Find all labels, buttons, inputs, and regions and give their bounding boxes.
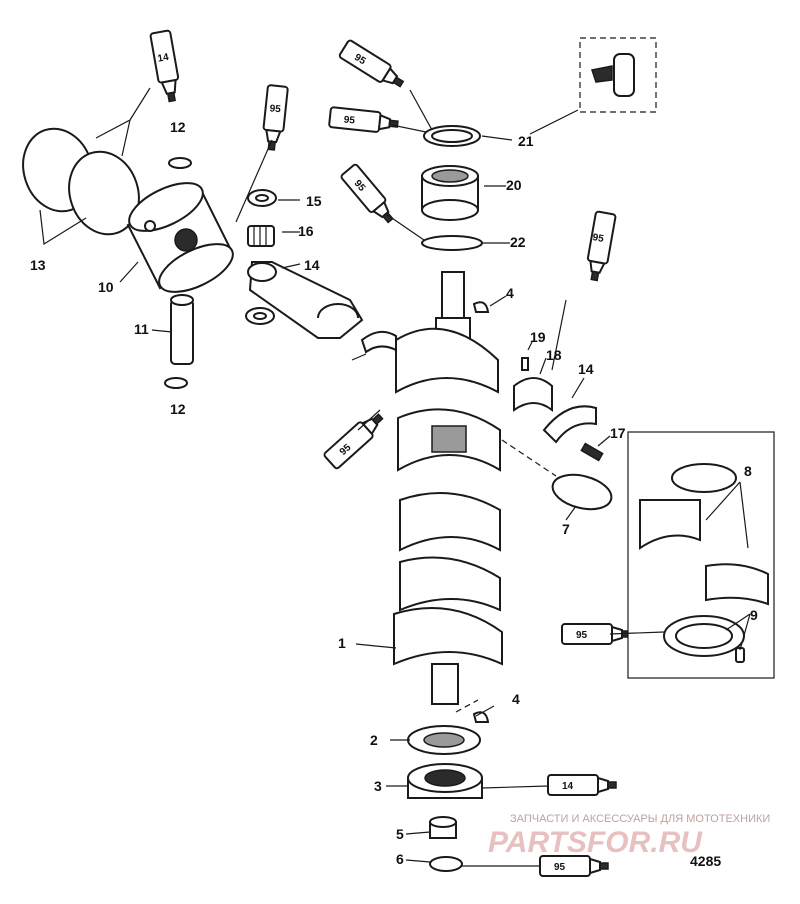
inset-race-lower bbox=[705, 563, 769, 606]
callout-12-top: 12 bbox=[170, 119, 186, 135]
watermark-tagline: ЗАПЧАСТИ И АКСЕССУАРЫ ДЛЯ МОТОТЕХНИКИ bbox=[510, 813, 770, 825]
callout-14-rod: 14 bbox=[304, 257, 320, 273]
bearing-race-half bbox=[542, 405, 597, 444]
inset-needle bbox=[735, 647, 745, 663]
wrist-pin bbox=[170, 294, 194, 365]
wrist-pin-retainer-top bbox=[168, 157, 192, 169]
rod-cage-bearing bbox=[360, 330, 397, 354]
callout-9: 9 bbox=[750, 607, 758, 623]
retaining-ring bbox=[551, 473, 613, 511]
callout-14-race: 14 bbox=[578, 361, 594, 377]
upper-roller-bearing bbox=[421, 165, 479, 221]
upper-oring bbox=[421, 235, 483, 251]
callout-12-bottom: 12 bbox=[170, 401, 186, 417]
upper-seal bbox=[423, 125, 481, 147]
callout-4-top: 4 bbox=[506, 285, 514, 301]
callout-17: 17 bbox=[610, 425, 626, 441]
callout-1: 1 bbox=[338, 635, 346, 651]
callout-6: 6 bbox=[396, 851, 404, 867]
connecting-rod bbox=[247, 261, 364, 339]
piston-rings bbox=[22, 127, 140, 236]
callout-7: 7 bbox=[562, 521, 570, 537]
lower-oring bbox=[429, 856, 463, 872]
lower-seal-carrier bbox=[407, 725, 481, 755]
callout-18: 18 bbox=[546, 347, 562, 363]
lower-ball-bearing bbox=[407, 763, 483, 799]
rod-washer-top bbox=[247, 189, 277, 207]
callout-10: 10 bbox=[98, 279, 114, 295]
tube-label: 95 bbox=[576, 630, 588, 641]
tube-rod: 95 bbox=[262, 84, 289, 151]
callout-20: 20 bbox=[506, 177, 522, 193]
callout-8: 8 bbox=[744, 463, 752, 479]
tube-label: 95 bbox=[554, 862, 566, 873]
callout-13: 13 bbox=[30, 257, 46, 273]
tube-label: 95 bbox=[269, 103, 282, 115]
inset-needle-cage bbox=[663, 615, 745, 657]
tube-top-center-a: 95 bbox=[338, 39, 405, 88]
watermark-logo: PARTSFOR.RU bbox=[488, 826, 703, 859]
tube-crank-left: 95 bbox=[323, 413, 384, 470]
tube-top-left: 14 bbox=[149, 29, 180, 103]
figure-number: 4285 bbox=[690, 853, 721, 869]
tube-top-center-b: 95 bbox=[328, 106, 399, 133]
callout-5: 5 bbox=[396, 826, 404, 842]
tube-label: 95 bbox=[592, 232, 605, 245]
callout-15: 15 bbox=[306, 193, 322, 209]
rod-needle-bearing bbox=[247, 225, 275, 247]
tube-bottom: 95 bbox=[539, 855, 609, 877]
lower-bushing bbox=[429, 816, 457, 839]
tube-label: 14 bbox=[562, 781, 574, 792]
inset-retaining-ring bbox=[671, 463, 737, 493]
leader-lines bbox=[39, 87, 751, 867]
callout-2: 2 bbox=[370, 732, 378, 748]
dowel-pin bbox=[521, 357, 529, 371]
wrist-pin-retainer-bottom bbox=[164, 377, 188, 389]
race-screw bbox=[580, 442, 604, 462]
inset-box-top bbox=[579, 37, 657, 113]
tube-label: 14 bbox=[157, 52, 170, 65]
inset-race-upper bbox=[639, 499, 701, 550]
tube-ball-bearing: 14 bbox=[547, 774, 617, 796]
main-bearing-cage bbox=[513, 377, 553, 413]
inset-seal-detail bbox=[591, 53, 635, 97]
callout-3: 3 bbox=[374, 778, 382, 794]
tube-label: 95 bbox=[343, 114, 356, 126]
callout-19: 19 bbox=[530, 329, 546, 345]
crankshaft bbox=[393, 271, 503, 705]
callout-21: 21 bbox=[518, 133, 534, 149]
callout-11: 11 bbox=[134, 321, 149, 337]
tube-right: 95 bbox=[586, 210, 617, 282]
callout-22: 22 bbox=[510, 234, 526, 250]
callout-4-bottom: 4 bbox=[512, 691, 520, 707]
rod-washer-bottom bbox=[245, 307, 275, 325]
piston bbox=[126, 182, 234, 293]
woodruff-key-top bbox=[472, 301, 490, 313]
tube-bearing: 95 bbox=[340, 163, 394, 224]
callout-16: 16 bbox=[298, 223, 314, 239]
